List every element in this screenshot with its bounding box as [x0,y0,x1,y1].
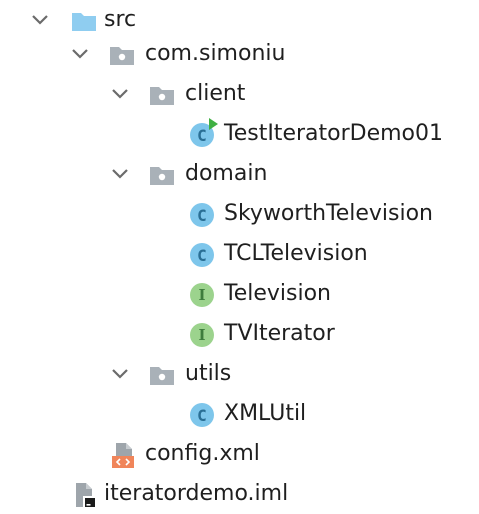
chevron-down-icon[interactable] [108,162,132,186]
tree-row-television[interactable]: I Television [0,274,479,314]
tree-row-client[interactable]: client [0,74,479,114]
tree-row-utils[interactable]: utils [0,354,479,394]
package-icon [150,167,174,185]
class-icon: C [188,401,216,429]
tree-row-tcl-television[interactable]: C TCLTelevision [0,234,479,274]
tree-label-client: client [185,81,246,106]
source-folder-icon [72,13,96,31]
tree-label-tcl-television: TCLTelevision [224,241,368,266]
class-icon: C [188,241,216,269]
interface-icon: I [188,321,216,349]
module-file-icon [76,483,96,508]
package-icon [150,87,174,105]
chevron-down-icon[interactable] [108,362,132,386]
tree-row-iteratordemo-iml[interactable]: iteratordemo.iml [0,474,479,514]
tree-label-test-iterator-demo: TestIteratorDemo01 [224,121,443,146]
tree-label-package-root: com.simoniu [145,41,286,66]
xml-file-icon [112,443,134,468]
tree-row-xml-util[interactable]: C XMLUtil [0,394,479,434]
tree-label-skyworth-television: SkyworthTelevision [224,201,433,226]
package-icon [110,47,134,65]
tree-label-television: Television [224,281,331,306]
tree-row-domain[interactable]: domain [0,154,479,194]
tree-label-src: src [104,7,137,32]
package-icon [150,367,174,385]
tree-row-tv-iterator[interactable]: I TVIterator [0,314,479,354]
tree-label-iteratordemo-iml: iteratordemo.iml [104,481,289,506]
tree-row-package-root[interactable]: com.simoniu [0,34,479,74]
tree-label-tv-iterator: TVIterator [224,321,335,346]
interface-icon: I [188,281,216,309]
class-icon: C [188,201,216,229]
tree-label-config-xml: config.xml [145,441,260,466]
tree-label-domain: domain [185,161,268,186]
tree-row-src[interactable]: src [0,0,479,40]
chevron-down-icon[interactable] [68,42,92,66]
tree-label-xml-util: XMLUtil [224,401,307,426]
chevron-down-icon[interactable] [108,82,132,106]
tree-label-utils: utils [185,361,232,386]
chevron-down-icon[interactable] [28,8,52,32]
tree-row-test-iterator-demo[interactable]: C TestIteratorDemo01 [0,114,479,154]
tree-row-config-xml[interactable]: config.xml [0,434,479,474]
tree-row-skyworth-television[interactable]: C SkyworthTelevision [0,194,479,234]
class-runnable-icon: C [188,118,218,149]
